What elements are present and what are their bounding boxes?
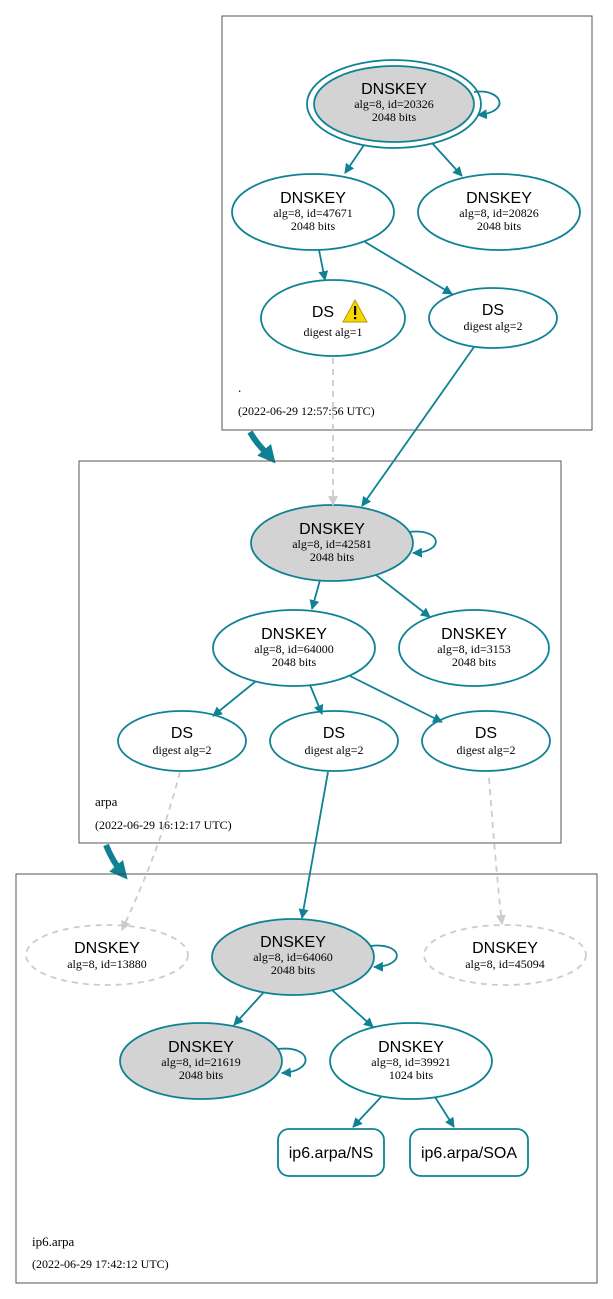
ip6-ksk-id: alg=8, id=64060 — [253, 950, 333, 964]
ip6-ksk-title: DNSKEY — [260, 934, 326, 951]
edge-root-zsk1-to-ds1 — [318, 249, 329, 281]
root-ksk-self-edge — [473, 90, 501, 120]
edge-arpa-zsk1-to-ds3 — [349, 675, 443, 723]
edge-arpa-ds3-to-ip6-dnskey-right — [488, 777, 506, 925]
zone-arpa-box — [78, 460, 562, 844]
root-zsk1-node[interactable]: DNSKEY alg=8, id=47671 2048 bits — [231, 173, 395, 251]
ip6-key1-bits: 2048 bits — [179, 1068, 224, 1082]
edge-arpa-zsk1-to-ds1 — [212, 681, 256, 717]
zone-arpa-timestamp: (2022-06-29 16:12:17 UTC) — [95, 818, 232, 832]
edge-arpa-zsk1-to-ds2 — [309, 684, 324, 715]
arpa-zsk1-node[interactable]: DNSKEY alg=8, id=64000 2048 bits — [212, 609, 376, 687]
ip6-key1-title: DNSKEY — [168, 1039, 234, 1056]
arpa-zsk1-title: DNSKEY — [261, 626, 327, 643]
edge-arpa-ksk-to-zsk1 — [309, 579, 321, 610]
delegation-arpa-to-ip6arpa — [103, 843, 128, 880]
ip6-key1-node[interactable]: DNSKEY alg=8, id=21619 2048 bits — [119, 1022, 283, 1100]
delegation-root-to-arpa — [247, 430, 276, 464]
edge-arpa-ksk-to-zsk2 — [375, 574, 431, 618]
root-ksk-id: alg=8, id=20326 — [354, 97, 434, 111]
arpa-zsk2-bits: 2048 bits — [452, 655, 497, 669]
arpa-ds1-digest: digest alg=2 — [152, 743, 211, 757]
zone-ip6arpa-box — [15, 873, 598, 1284]
warning-icon — [342, 298, 368, 323]
arpa-ds1-node[interactable]: DS digest alg=2 — [117, 710, 247, 772]
edge-root-zsk1-to-ds2 — [364, 241, 453, 295]
ip6-zsk-id: alg=8, id=39921 — [371, 1055, 451, 1069]
arpa-ds3-title: DS — [475, 725, 497, 742]
arpa-zsk1-bits: 2048 bits — [272, 655, 317, 669]
root-ds1-digest: digest alg=1 — [303, 325, 362, 339]
ip6-ns-rrset-node[interactable]: ip6.arpa/NS — [277, 1128, 385, 1177]
zone-ip6arpa-label: ip6.arpa — [32, 1234, 74, 1249]
ip6-dnskey-left-id: alg=8, id=13880 — [67, 957, 147, 971]
arpa-ds1-title: DS — [171, 725, 193, 742]
arpa-ds2-digest: digest alg=2 — [304, 743, 363, 757]
arpa-ds2-title: DS — [323, 725, 345, 742]
ip6-dnskey-right-id: alg=8, id=45094 — [465, 957, 545, 971]
ip6-zsk-node[interactable]: DNSKEY alg=8, id=39921 1024 bits — [329, 1022, 493, 1100]
root-zsk1-title: DNSKEY — [280, 190, 346, 207]
ip6-key1-self-edge — [277, 1047, 307, 1078]
ip6-ksk-self-edge — [369, 944, 398, 972]
ip6-zsk-bits: 1024 bits — [389, 1068, 434, 1082]
arpa-ksk-title: DNSKEY — [299, 521, 365, 538]
root-zsk2-title: DNSKEY — [466, 190, 532, 207]
arpa-ds3-digest: digest alg=2 — [456, 743, 515, 757]
root-zsk1-bits: 2048 bits — [291, 219, 336, 233]
edge-ip6-ksk-to-zsk — [331, 989, 374, 1028]
root-zsk1-id: alg=8, id=47671 — [273, 206, 353, 220]
ip6-ksk-node[interactable]: DNSKEY alg=8, id=64060 2048 bits — [211, 918, 375, 996]
zone-arpa: arpa (2022-06-29 16:12:17 UTC) DNSKEY al… — [78, 460, 562, 844]
arpa-zsk2-title: DNSKEY — [441, 626, 507, 643]
zone-ip6arpa-timestamp: (2022-06-29 17:42:12 UTC) — [32, 1257, 169, 1271]
edge-arpa-ds1-to-ip6-dnskey-left — [121, 771, 181, 931]
zone-root-timestamp: (2022-06-29 12:57:56 UTC) — [238, 404, 375, 418]
ip6-dnskey-right-node[interactable]: DNSKEY alg=8, id=45094 — [423, 924, 587, 986]
ip6-soa-rrset-node[interactable]: ip6.arpa/SOA — [409, 1128, 529, 1177]
root-zsk2-node[interactable]: DNSKEY alg=8, id=20826 2048 bits — [417, 173, 581, 251]
zone-root-box — [221, 15, 593, 431]
root-ds1-node[interactable]: DS digest alg=1 — [260, 279, 406, 357]
arpa-ds3-node[interactable]: DS digest alg=2 — [421, 710, 551, 772]
root-ksk-title: DNSKEY — [361, 81, 427, 98]
ip6-zsk-title: DNSKEY — [378, 1039, 444, 1056]
edge-root-ksk-to-zsk1 — [344, 144, 365, 174]
edge-ip6-zsk-to-ns — [352, 1096, 382, 1128]
arpa-zsk1-id: alg=8, id=64000 — [254, 642, 334, 656]
arpa-zsk2-node[interactable]: DNSKEY alg=8, id=3153 2048 bits — [398, 609, 550, 687]
arpa-ksk-self-edge — [408, 530, 437, 558]
root-zsk2-bits: 2048 bits — [477, 219, 522, 233]
root-ds2-digest: digest alg=2 — [463, 319, 522, 333]
zone-ip6arpa: ip6.arpa (2022-06-29 17:42:12 UTC) DNSKE… — [15, 873, 598, 1284]
zone-root-label: . — [238, 380, 241, 395]
arpa-zsk2-id: alg=8, id=3153 — [437, 642, 511, 656]
root-ksk-bits: 2048 bits — [372, 110, 417, 124]
ip6-ksk-bits: 2048 bits — [271, 963, 316, 977]
ip6-key1-id: alg=8, id=21619 — [161, 1055, 241, 1069]
arpa-ksk-id: alg=8, id=42581 — [292, 537, 372, 551]
ip6-dnskey-left-node[interactable]: DNSKEY alg=8, id=13880 — [25, 924, 189, 986]
ip6-dnskey-left-title: DNSKEY — [74, 940, 140, 957]
arpa-ksk-node[interactable]: DNSKEY alg=8, id=42581 2048 bits — [250, 504, 414, 582]
root-ksk-node[interactable]: DNSKEY alg=8, id=20326 2048 bits — [306, 59, 482, 149]
edge-ip6-zsk-to-soa — [434, 1096, 455, 1128]
root-ds1-title: DS — [312, 304, 334, 321]
edge-arpa-ds2-to-ip6-ksk — [298, 771, 329, 919]
arpa-ksk-bits: 2048 bits — [310, 550, 355, 564]
arpa-ds2-node[interactable]: DS digest alg=2 — [269, 710, 399, 772]
edge-root-ksk-to-zsk2 — [431, 142, 463, 177]
ip6-dnskey-right-title: DNSKEY — [472, 940, 538, 957]
edge-ip6-ksk-to-key1 — [233, 991, 265, 1026]
edge-root-ds2-to-arpa-ksk — [361, 346, 475, 507]
ip6-ns-rrset-label: ip6.arpa/NS — [289, 1145, 374, 1162]
root-ds2-node[interactable]: DS digest alg=2 — [428, 287, 558, 349]
zone-root: . (2022-06-29 12:57:56 UTC) DNSKEY alg=8… — [221, 15, 593, 431]
root-ds2-title: DS — [482, 302, 504, 319]
ip6-soa-rrset-label: ip6.arpa/SOA — [421, 1145, 517, 1162]
root-zsk2-id: alg=8, id=20826 — [459, 206, 539, 220]
zone-arpa-label: arpa — [95, 794, 118, 809]
